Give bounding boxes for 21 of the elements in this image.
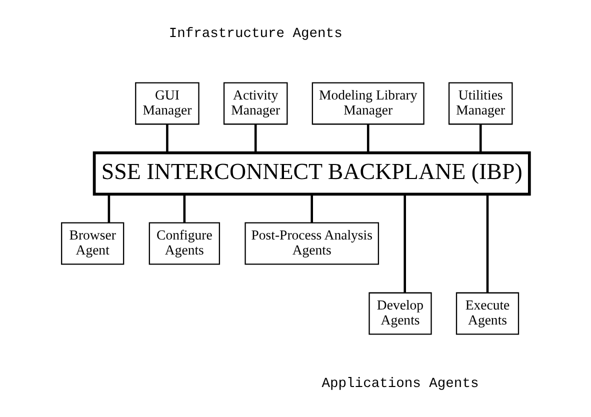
connector <box>108 194 110 223</box>
node-box: Post-Process Analysis Agents <box>244 222 380 265</box>
connector <box>366 124 370 152</box>
connector <box>254 124 257 152</box>
node-box: Modeling Library Manager <box>312 82 424 125</box>
node-box: Browser Agent <box>61 222 124 265</box>
node-box: Configure Agents <box>148 222 220 265</box>
node-box: Activity Manager <box>223 82 288 125</box>
node-box: Utilities Manager <box>448 82 513 125</box>
label: Infrastructure Agents <box>168 26 342 42</box>
connector <box>310 194 313 223</box>
connector <box>404 194 406 293</box>
connector <box>486 194 489 293</box>
connector <box>183 194 186 223</box>
node-box: GUI Manager <box>135 82 200 125</box>
connector <box>479 124 482 152</box>
label: Applications Agents <box>322 377 479 392</box>
connector <box>166 124 168 152</box>
node-box: Develop Agents <box>368 292 432 335</box>
node-box: SSE INTERCONNECT BACKPLANE (IBP) <box>92 151 531 196</box>
node-box: Execute Agents <box>456 292 520 335</box>
